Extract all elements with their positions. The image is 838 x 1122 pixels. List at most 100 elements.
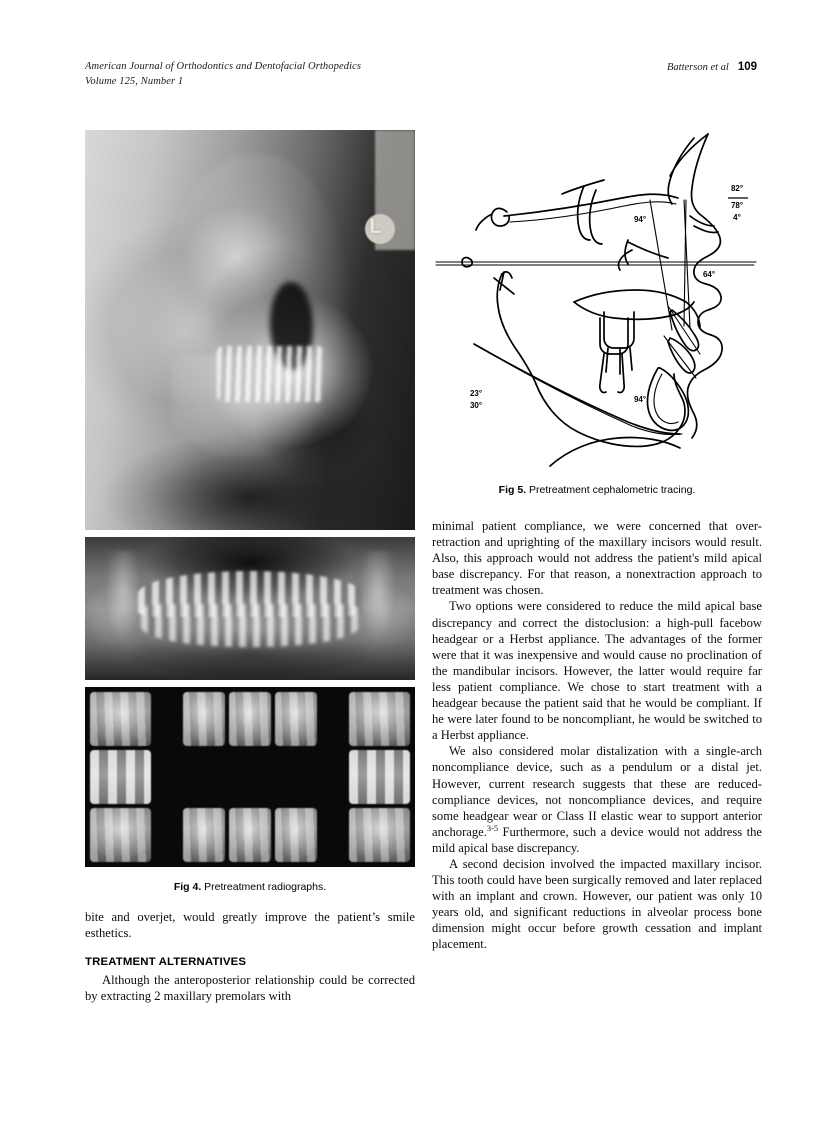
- figure-4-caption: Fig 4. Pretreatment radiographs.: [85, 881, 415, 893]
- nasal-base-detail: [693, 225, 719, 234]
- figure-4-caption-text: Pretreatment radiographs.: [204, 881, 327, 893]
- periapical-film: [229, 808, 271, 862]
- maxillary-incisor-long-axis: [667, 305, 701, 355]
- orbital-roof: [561, 179, 605, 195]
- periapical-film: [183, 692, 226, 746]
- left-paragraph-2: Although the anteroposterior relationshi…: [85, 973, 415, 1004]
- symphysis-inner: [653, 373, 679, 425]
- periapical-film: [229, 692, 271, 746]
- angle-label-sna: 82°: [731, 184, 743, 193]
- cranial-base-line-inner: [509, 201, 677, 223]
- angle-label-upper-incisor-sn: 94°: [634, 215, 646, 224]
- running-head-right: Batterson et al 109: [667, 60, 757, 76]
- maxilla-inferior-border: [573, 301, 695, 321]
- journal-volume-line: Volume 125, Number 1: [85, 75, 184, 87]
- na-reference-line: [649, 199, 673, 331]
- mount-gap: [321, 808, 345, 862]
- page-number: 109: [737, 61, 757, 73]
- periapical-film: [349, 692, 410, 746]
- mandibular-plane-second: [477, 345, 683, 436]
- periapical-film: [274, 808, 317, 862]
- angle-label-occlusal: 64°: [703, 270, 715, 279]
- mount-gap: [155, 750, 179, 804]
- orbital-rim-posterior: [588, 189, 603, 245]
- bitewing-film: [90, 750, 151, 804]
- left-paragraph-1: bite and overjet, would greatly improve …: [85, 910, 415, 941]
- right-paragraph-3-part2: Furthermore, such a device would not add…: [432, 824, 762, 855]
- figure-4: Fig 4. Pretreatment radiographs.: [85, 130, 415, 893]
- panoramic-radiograph-image: [85, 537, 415, 680]
- angle-label-fma: 30°: [470, 401, 482, 410]
- ans-outline: [617, 249, 633, 271]
- right-paragraph-3: We also considered molar distalization w…: [432, 743, 762, 856]
- periapical-film: [183, 808, 226, 862]
- maxillary-molar-roots: [605, 347, 633, 375]
- figure-5-caption: Fig 5. Pretreatment cephalometric tracin…: [432, 484, 762, 496]
- mount-gap: [321, 692, 345, 746]
- periapical-film: [90, 808, 151, 862]
- running-head-authors: Batterson et al: [666, 62, 729, 73]
- maxillary-molar-crown: [603, 311, 635, 349]
- mandibular-molar-roots: [598, 353, 626, 394]
- angle-label-anb: 4°: [733, 213, 741, 222]
- mandibular-incisor-long-axis: [663, 335, 697, 379]
- section-heading-treatment-alternatives: TREATMENT ALTERNATIVES: [85, 956, 247, 969]
- ramus-posterior-border: [496, 273, 537, 385]
- angle-label-snb: 78°: [731, 201, 743, 210]
- periapical-film: [349, 808, 410, 862]
- left-column: Fig 4. Pretreatment radiographs. bite an…: [85, 130, 415, 1004]
- figure-4-number: Fig 4.: [173, 881, 202, 893]
- right-paragraph-1: minimal patient compliance, we were conc…: [432, 519, 762, 598]
- frontal-bone: [667, 137, 695, 205]
- periapical-film: [90, 692, 151, 746]
- cranial-vault: [669, 133, 709, 177]
- cranial-base-line: [503, 193, 679, 217]
- soft-tissue-neck: [549, 436, 681, 467]
- left-ramus-shadow: [101, 551, 145, 652]
- journal-title-line1: American Journal of Orthodontics and Den…: [85, 61, 362, 72]
- mount-gap: [155, 692, 179, 746]
- angle-label-lower-incisor-mp: 94°: [634, 395, 646, 404]
- condyle-cross-marker: [493, 271, 515, 295]
- maxilla-superior-border: [573, 289, 687, 303]
- nasolabial-detail: [624, 239, 629, 265]
- figure-5: 82° 78° 4° 94° 64° 94° 23° 30° Fig 5. Pr…: [432, 130, 762, 496]
- running-head-journal: American Journal of Orthodontics and Den…: [85, 60, 361, 89]
- right-paragraph-4: A second decision involved the impacted …: [432, 856, 762, 952]
- orbital-rim-anterior: [576, 185, 591, 241]
- soft-tissue-profile: [686, 133, 723, 439]
- right-paragraph-3-part1: We also considered molar distalization w…: [432, 744, 762, 839]
- mandibular-molar-crown: [599, 317, 629, 355]
- periapical-film: [274, 692, 317, 746]
- figure-5-caption-text: Pretreatment cephalometric tracing.: [529, 484, 696, 496]
- skull-shadow: [157, 154, 349, 490]
- sella-turcica: [490, 207, 510, 227]
- nasal-tip-detail: [689, 215, 715, 227]
- periapical-series-image: [85, 687, 415, 867]
- sphenoid-outline: [475, 213, 493, 231]
- bitewing-film: [349, 750, 410, 804]
- mandibular-central-incisor: [667, 337, 696, 374]
- maxillary-tuberosity: [685, 301, 701, 329]
- left-side-marker: [365, 214, 396, 244]
- symphysis-outline: [646, 367, 690, 432]
- angle-label-sn-mp: 23°: [470, 389, 482, 398]
- cephalometric-tracing-image: 82° 78° 4° 94° 64° 94° 23° 30°: [435, 133, 757, 467]
- mount-gap: [155, 808, 179, 862]
- lateral-cephalometric-radiograph-image: [85, 130, 415, 530]
- reference-citation: 3-5: [486, 823, 499, 833]
- right-paragraph-2: Two options were considered to reduce th…: [432, 599, 762, 743]
- running-head: American Journal of Orthodontics and Den…: [85, 60, 757, 94]
- right-column: 82° 78° 4° 94° 64° 94° 23° 30° Fig 5. Pr…: [432, 130, 762, 953]
- dentition-shadow: [217, 346, 323, 402]
- mount-gap: [275, 750, 317, 804]
- right-ramus-shadow: [355, 551, 399, 652]
- figure-5-number: Fig 5.: [498, 484, 527, 496]
- mandibular-arch-shadow: [141, 604, 359, 648]
- mount-gap: [229, 750, 271, 804]
- mount-gap: [183, 750, 225, 804]
- mount-gap: [321, 750, 345, 804]
- mandible-inferior-border: [535, 373, 686, 448]
- facial-plane-line: [683, 199, 687, 327]
